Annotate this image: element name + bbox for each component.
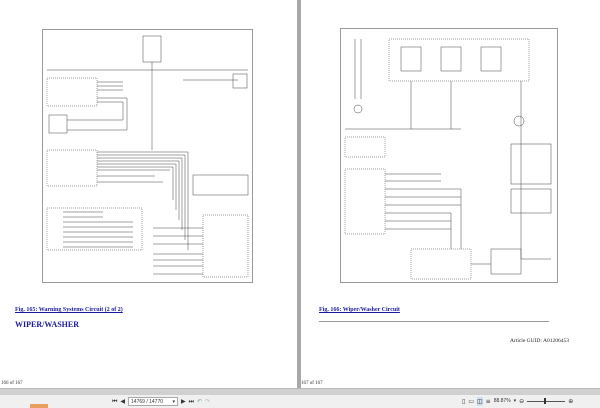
current-page-text: 14769 / 14770 (131, 398, 164, 405)
taskbar-indicator (30, 404, 48, 408)
zoom-in-icon[interactable]: ⊕ (568, 398, 574, 405)
viewer-toolbar: ⏮ ◀ 14769 / 14770 ▾ ▶ ⏭ ↶ ↷ ▯ ▭ ◫ ≡ 88.8… (0, 395, 600, 408)
chevron-down-icon[interactable]: ▾ (172, 398, 176, 405)
horizontal-scrollbar[interactable] (0, 388, 600, 395)
first-page-icon[interactable]: ⏮ (112, 398, 118, 405)
single-page-view-icon[interactable]: ▯ (462, 398, 466, 405)
page-number-label: 167 of 167 (301, 381, 323, 386)
figure-caption-link[interactable]: Fig. 166: Wiper/Washer Circuit (319, 307, 400, 313)
previous-view-icon[interactable]: ↶ (197, 398, 203, 405)
horizontal-rule (319, 321, 549, 322)
continuous-view-icon[interactable]: ▭ (468, 398, 474, 405)
page-number-input[interactable]: 14769 / 14770 ▾ (128, 397, 179, 406)
facing-view-icon[interactable]: ◫ (476, 397, 483, 406)
document-page-167: Fig. 166: Wiper/Washer Circuit Article G… (301, 0, 600, 388)
next-page-icon[interactable]: ▶ (181, 398, 186, 405)
next-view-icon[interactable]: ↷ (205, 398, 211, 405)
wiper-washer-circuit-diagram (340, 28, 558, 283)
previous-page-icon[interactable]: ◀ (120, 398, 126, 405)
view-zoom-group: ▯ ▭ ◫ ≡ 88.87% ▾ ⊖ ⊕ (462, 397, 573, 406)
figure-caption-link[interactable]: Fig. 165: Warning Systems Circuit (2 of … (15, 307, 123, 313)
last-page-icon[interactable]: ⏭ (188, 398, 195, 405)
document-page-166: Fig. 165: Warning Systems Circuit (2 of … (0, 0, 297, 388)
zoom-slider-handle[interactable] (544, 398, 547, 404)
zoom-level[interactable]: 88.87% (493, 398, 511, 404)
zoom-dropdown-icon[interactable]: ▾ (513, 398, 517, 404)
warning-systems-circuit-diagram (42, 29, 253, 283)
continuous-facing-view-icon[interactable]: ≡ (485, 398, 491, 405)
zoom-slider[interactable] (527, 398, 566, 404)
page-number-label: 166 of 167 (1, 381, 23, 386)
page-separator (297, 0, 301, 388)
page-navigation-group: ⏮ ◀ 14769 / 14770 ▾ ▶ ⏭ ↶ ↷ (112, 397, 210, 406)
section-heading: WIPER/WASHER (15, 320, 80, 329)
article-guid: Article GUID: A01206453 (510, 338, 569, 344)
zoom-out-icon[interactable]: ⊖ (519, 398, 525, 405)
